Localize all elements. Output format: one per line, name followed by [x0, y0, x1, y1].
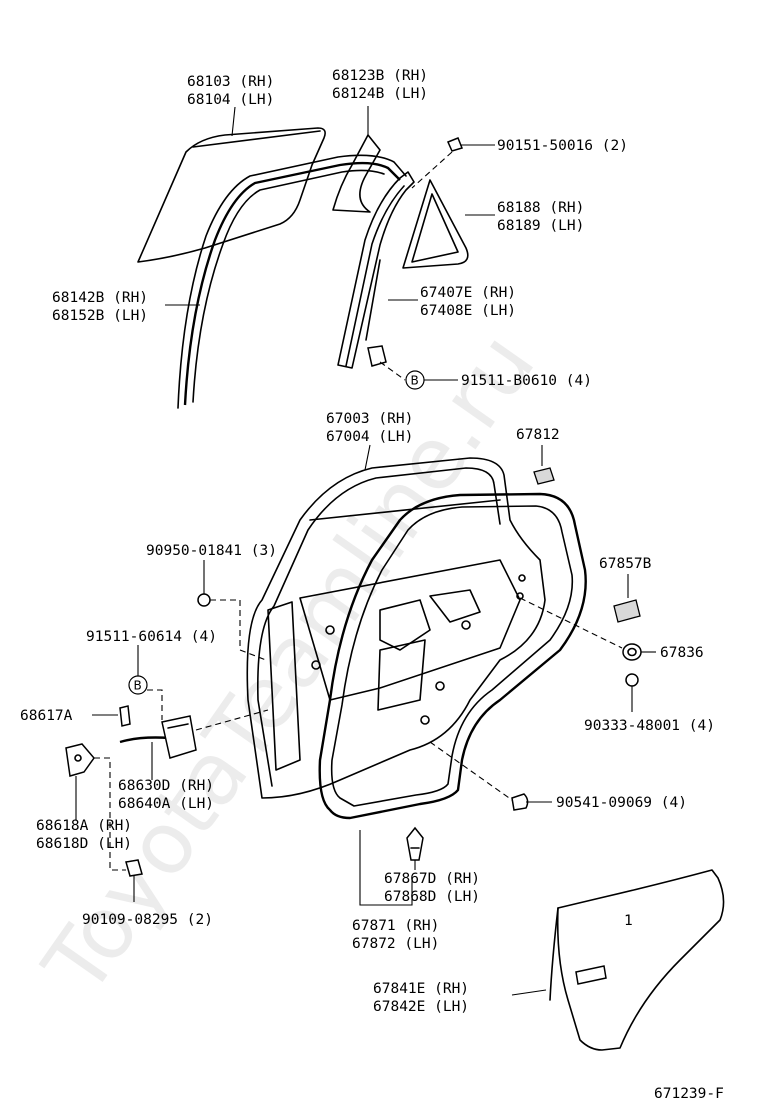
- part-labels: 68103 (RH) 68104 (LH) 68123B (RH) 68124B…: [20, 68, 724, 1102]
- part-67836[interactable]: [622, 643, 642, 661]
- label-67408e: 67408E (LH): [420, 303, 516, 319]
- hinge-68618a[interactable]: [65, 743, 95, 777]
- window-channel[interactable]: [332, 134, 381, 213]
- clip-67867d[interactable]: [406, 826, 424, 861]
- door-trim-board[interactable]: [549, 869, 725, 1051]
- dash-door-check: [195, 709, 269, 731]
- label-67871: 67871 (RH): [352, 918, 439, 934]
- label-67407e: 67407E (RH): [420, 285, 516, 301]
- label-68124b: 68124B (LH): [332, 86, 428, 102]
- callout-b-upper-letter: B: [411, 374, 419, 388]
- label-67836: 67836: [660, 645, 704, 661]
- label-68189: 68189 (LH): [497, 218, 584, 234]
- door-weatherstrip[interactable]: [318, 492, 587, 820]
- trim-mark: 1: [624, 913, 633, 929]
- callout-b-lower: [128, 675, 148, 695]
- door-panel[interactable]: [246, 457, 546, 799]
- watermark-text: ToyotaTeamline.ru: [25, 316, 555, 1013]
- leader-weatherstrip: [359, 830, 413, 906]
- dash-hinge: [94, 757, 126, 871]
- part-67857b[interactable]: [613, 599, 641, 623]
- screw-90151[interactable]: [446, 137, 495, 152]
- door-check[interactable]: [119, 715, 197, 759]
- label-68103: 68103 (RH): [187, 74, 274, 90]
- label-67867d: 67867D (RH): [384, 871, 480, 887]
- label-67857b: 67857B: [599, 556, 652, 572]
- dash-screw-90151: [411, 151, 453, 189]
- label-68104: 68104 (LH): [187, 92, 274, 108]
- label-68617a: 68617A: [20, 708, 73, 724]
- label-67812: 67812: [516, 427, 560, 443]
- label-68630d: 68630D (RH): [118, 778, 214, 794]
- label-67841e: 67841E (RH): [373, 981, 469, 997]
- leader-door-panel: [364, 444, 371, 471]
- leader-door-glass: [231, 106, 236, 137]
- label-90333: 90333-48001 (4): [584, 718, 715, 734]
- dash-bolt-60614: [147, 689, 163, 720]
- label-67868d: 67868D (LH): [384, 889, 480, 905]
- label-90541: 90541-09069 (4): [556, 795, 687, 811]
- division-bar[interactable]: [337, 171, 415, 369]
- leader-door-trim: [511, 989, 547, 996]
- label-68618d: 68618D (LH): [36, 836, 132, 852]
- pin-68617a[interactable]: [119, 705, 131, 727]
- label-67003: 67003 (RH): [326, 411, 413, 427]
- dash-nut-90950: [210, 599, 267, 661]
- label-90151: 90151-50016 (2): [497, 138, 628, 154]
- label-90950: 90950-01841 (3): [146, 543, 277, 559]
- label-68640a: 68640A (LH): [118, 796, 214, 812]
- label-68142b: 68142B (RH): [52, 290, 148, 306]
- label-68152b: 68152B (LH): [52, 308, 148, 324]
- dash-bolt-b0610: [379, 361, 406, 381]
- label-67004: 67004 (LH): [326, 429, 413, 445]
- part-67812[interactable]: [533, 467, 555, 485]
- callout-b-lower-letter: B: [134, 679, 142, 693]
- bolt-b0610[interactable]: [367, 345, 387, 367]
- label-67872: 67872 (LH): [352, 936, 439, 952]
- label-91511-b0610: 91511-B0610 (4): [461, 373, 592, 389]
- plug-90333[interactable]: [625, 673, 639, 687]
- dash-cushion-90541: [429, 741, 513, 801]
- label-68618a: 68618A (RH): [36, 818, 132, 834]
- label-91511-60614: 91511-60614 (4): [86, 629, 217, 645]
- diagram-code: 671239-F: [654, 1086, 724, 1102]
- label-68123b: 68123B (RH): [332, 68, 428, 84]
- cushion-90541[interactable]: [511, 793, 529, 811]
- label-90109: 90109-08295 (2): [82, 912, 213, 928]
- nut-90950[interactable]: [197, 593, 211, 607]
- label-68188: 68188 (RH): [497, 200, 584, 216]
- glass-run[interactable]: [177, 154, 407, 409]
- door-glass[interactable]: [137, 127, 326, 263]
- label-67842e: 67842E (LH): [373, 999, 469, 1015]
- dash-67836: [519, 597, 623, 649]
- bolt-90109[interactable]: [125, 859, 143, 877]
- quarter-glass[interactable]: [402, 179, 469, 269]
